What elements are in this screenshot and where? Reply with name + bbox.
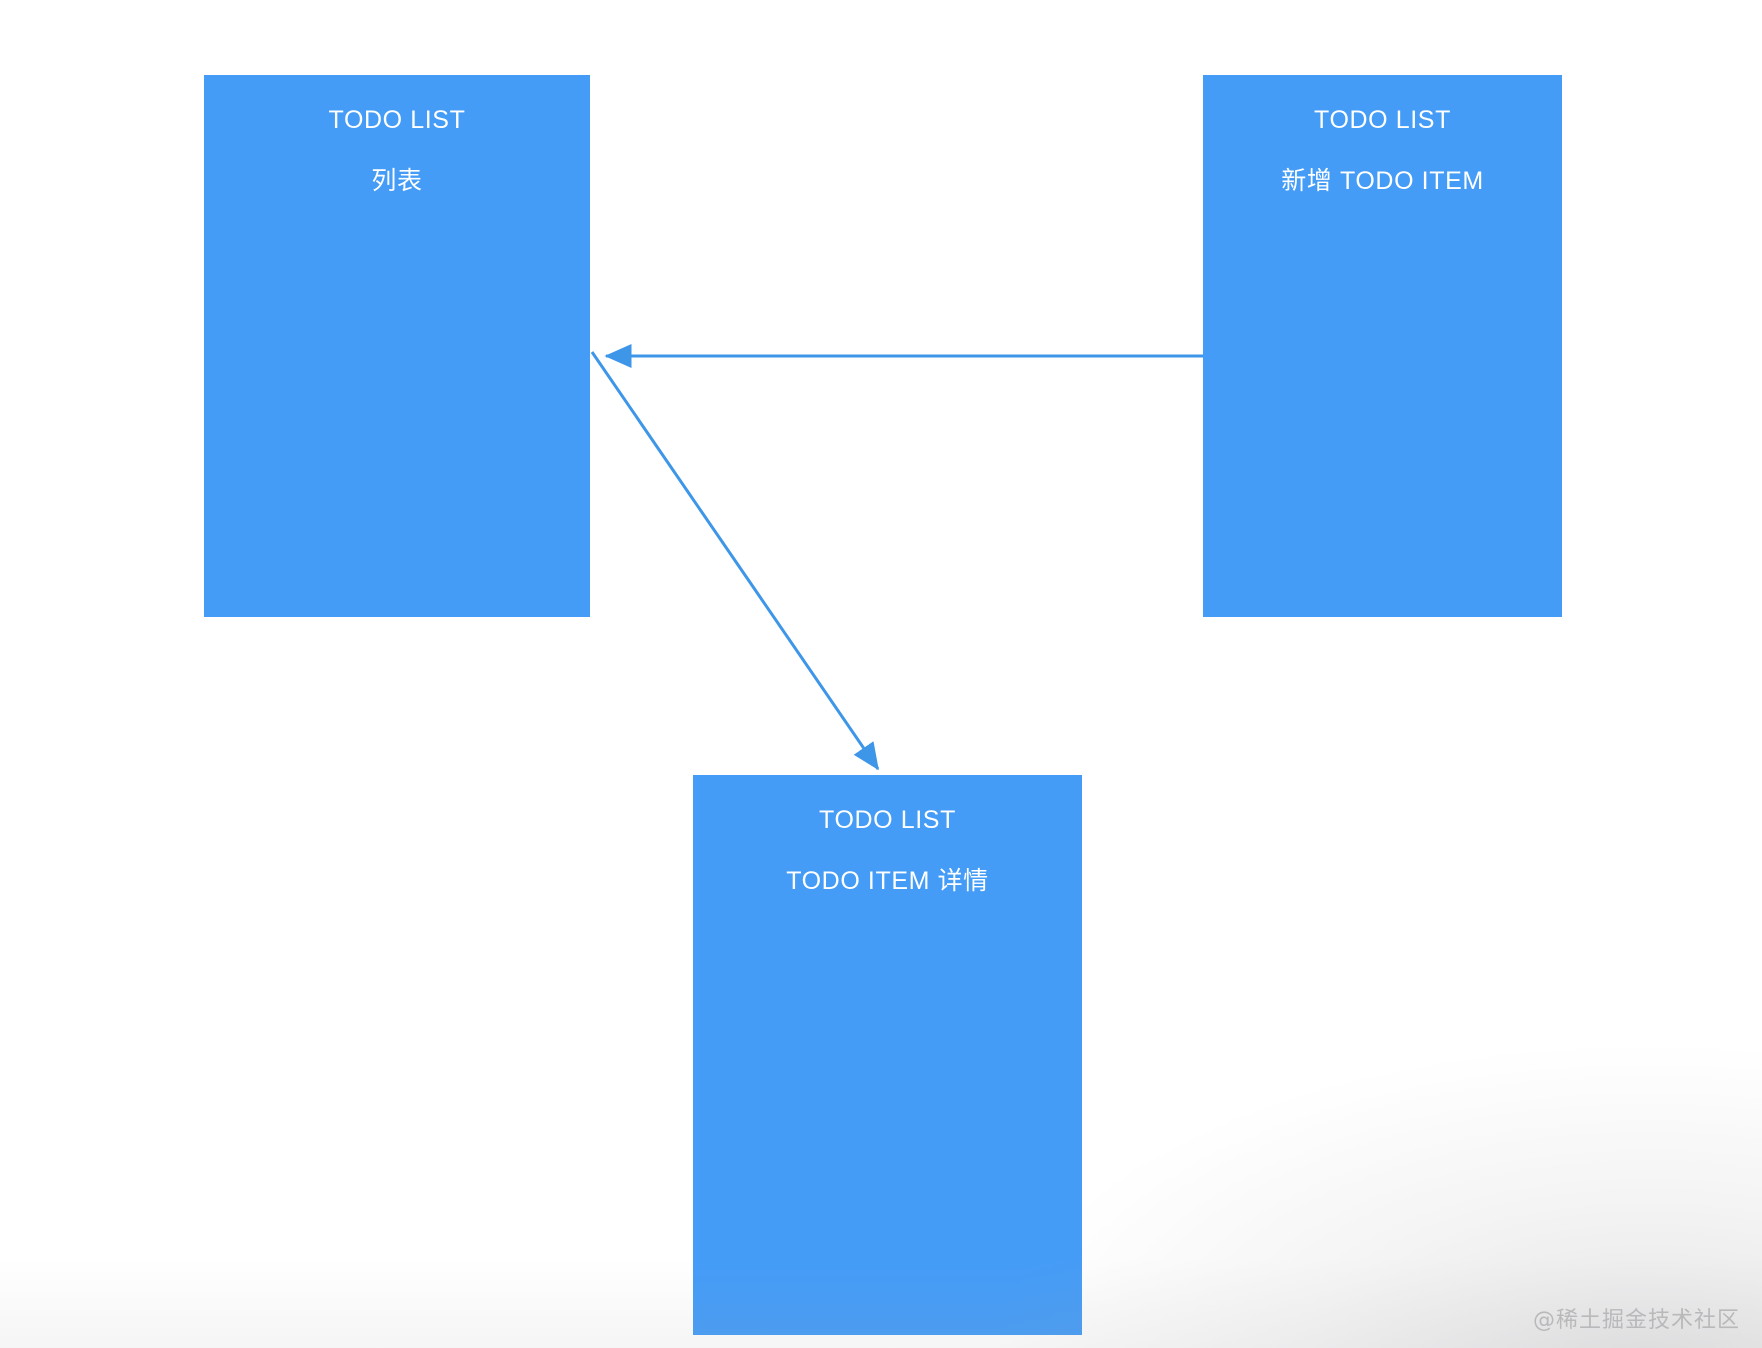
node-todo-list-title: TODO LIST [328,106,466,134]
node-todo-detail[interactable]: TODO LIST TODO ITEM 详情 [693,775,1082,1335]
node-todo-add-title: TODO LIST [1314,106,1451,134]
node-todo-list[interactable]: TODO LIST 列表 [204,75,590,617]
edge-list-to-detail [590,351,880,771]
node-todo-detail-title: TODO LIST [819,806,956,834]
node-todo-list-subtitle: 列表 [371,167,423,195]
node-todo-add-subtitle: 新增 TODO ITEM [1281,167,1484,195]
node-todo-add[interactable]: TODO LIST 新增 TODO ITEM [1203,75,1562,617]
node-todo-detail-subtitle: TODO ITEM 详情 [786,867,989,895]
watermark: @稀土掘金技术社区 [1532,1308,1740,1333]
